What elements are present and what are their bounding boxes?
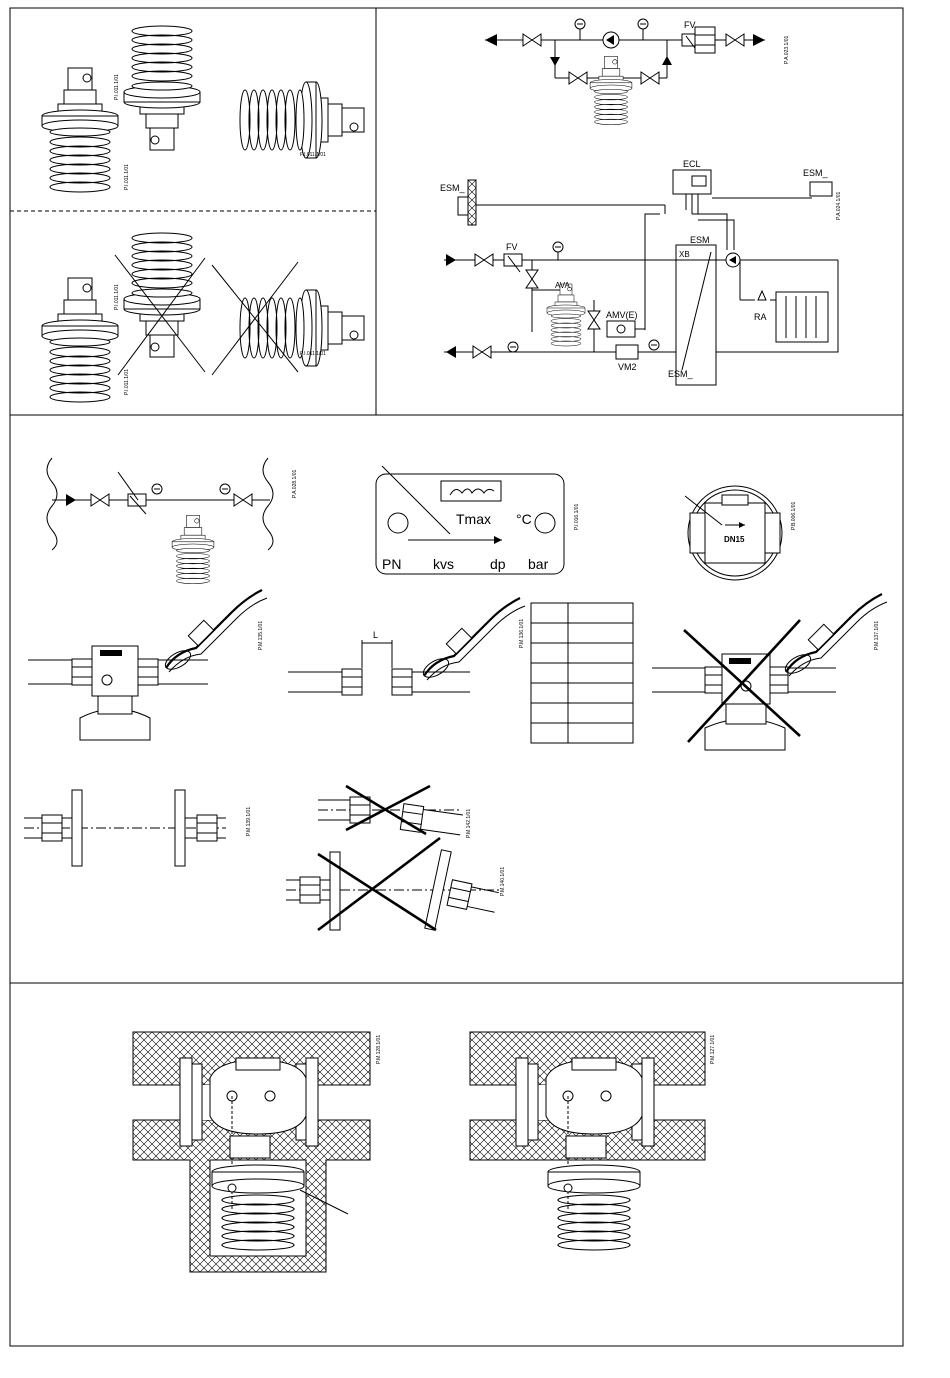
radiator (775, 291, 829, 343)
ref-valve-1: P.I.011.1/01 (114, 74, 120, 100)
ref-insul-2: P.M.127.1/01 (710, 1035, 716, 1064)
heat-exchanger (675, 244, 717, 386)
ref-align-bad1: P.M.142.1/01 (466, 809, 472, 838)
esm-inner-label: ESM (690, 235, 710, 245)
ref-weld-bad: P.M.137.1/01 (874, 621, 880, 650)
nameplate-dp: dp (490, 556, 506, 572)
ava-label: AVA (555, 281, 570, 290)
alignment-correct: P.M.139.1/01 (24, 789, 252, 867)
ref-valve-3: P.I.011.1/01 (300, 152, 326, 158)
ref-valve-2: P.I.011.1/01 (124, 164, 130, 190)
ref-weld-gap: P.M.136.1/01 (519, 619, 525, 648)
install-line: P.A.028.1/01 (46, 457, 298, 584)
valve-detail: DN15 P.B.006.1/01 (684, 485, 797, 581)
valve-vertical-up (124, 26, 200, 150)
valve-horizontal (240, 82, 364, 158)
nameplate-kvs: kvs (433, 556, 454, 572)
alignment-wrong-offset: P.M.142.1/01 (318, 784, 472, 838)
insulation-with-actuator: P.M.128.1/01 (132, 1031, 382, 1273)
esm-left-label: ESM_ (440, 183, 466, 193)
nameplate: Tmax °C PN kvs dp bar P.I.016.1/01 (375, 465, 580, 575)
system-schematic: ECL ESM_ ESM_ P.A.024.1/01 FV ESM XB (440, 159, 842, 386)
insulation-without-actuator: P.M.127.1/01 (469, 1031, 716, 1251)
weld-correct: P.M.135.1/01 (28, 588, 269, 741)
esm-right-label: ESM_ (803, 168, 829, 178)
weld-gap: L P.M.136.1/01 (288, 596, 527, 696)
ref-insul-1: P.M.128.1/01 (376, 1035, 382, 1064)
weld-wrong: P.M.137.1/01 (652, 592, 889, 751)
ref-valve-4: P.I.011.1/01 (114, 284, 120, 310)
detail-dn: DN15 (724, 535, 745, 544)
alignment-wrong-angle: P.M.140.1/01 (286, 836, 506, 932)
nameplate-pn: PN (382, 556, 401, 572)
gap-l-label: L (373, 630, 378, 640)
ecl-label: ECL (683, 159, 701, 169)
ref-install-line: P.A.028.1/01 (292, 470, 298, 498)
ref-nameplate: P.I.016.1/01 (574, 503, 580, 530)
ref-align-ok: P.M.139.1/01 (246, 807, 252, 836)
valve-vertical-down (42, 68, 118, 192)
ref-valve-5: P.I.011.1/01 (124, 369, 130, 395)
fv-label-mid: FV (506, 242, 518, 252)
ref-system: P.A.024.1/01 (836, 192, 842, 220)
ref-top-schematic: P.A.023.1/01 (784, 36, 790, 64)
esm-bottom-label: ESM_ (668, 369, 694, 379)
drawing-frame (9, 7, 904, 1347)
ref-valve-6: P.I.011.1/01 (300, 351, 326, 357)
top-schematic: FV P.A.023.1/01 (485, 18, 790, 125)
ref-align-bad2: P.M.140.1/01 (500, 867, 506, 896)
mounting-positions-restricted: P.I.011.1/01 P.I.011.1/01 P.I.011.1/01 (42, 233, 364, 402)
nameplate-tmax: Tmax (456, 511, 491, 527)
valve-vertical-down-2 (42, 278, 118, 402)
vm2-label: VM2 (618, 362, 637, 372)
nameplate-degc: °C (516, 511, 532, 527)
fv-label-top: FV (684, 20, 696, 30)
cross-line (114, 254, 206, 373)
amv-label: AMV(E) (606, 310, 638, 320)
ref-weld-ok: P.M.135.1/01 (258, 621, 264, 650)
spec-table (530, 602, 634, 744)
ref-detail: P.B.006.1/01 (791, 502, 797, 530)
xb-label: XB (679, 250, 690, 259)
mounting-positions-allowed: P.I.011.1/01 P.I.011.1/01 P.I.011.1/01 (42, 26, 364, 192)
nameplate-bar: bar (528, 556, 549, 572)
ra-label: RA (754, 312, 767, 322)
